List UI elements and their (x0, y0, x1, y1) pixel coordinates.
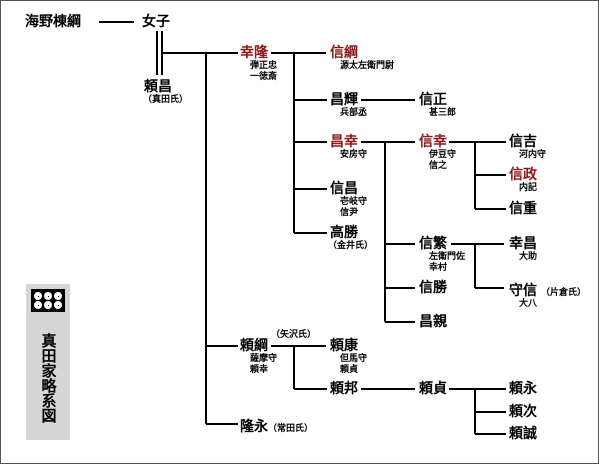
person-alias: 信尹 (340, 208, 359, 218)
person-name: 信勝 (419, 280, 447, 296)
person-nobutsuna: 信綱 源太左衛門尉 (330, 45, 394, 72)
person-masachika: 昌親 (419, 314, 447, 330)
person-name: 幸隆 (240, 45, 268, 61)
person-yukitaka: 幸隆 弾正忠 一徳斎 (240, 45, 277, 83)
person-name: 守信 (509, 283, 537, 299)
person-yorisada: 頼貞 (419, 381, 447, 397)
person-nobushige-2: 信重 (509, 201, 537, 217)
person-title: 兵部丞 (340, 108, 368, 118)
person-title: 源太左衛門尉 (340, 61, 395, 71)
person-title: 但馬守 (340, 354, 368, 364)
person-title: 内記 (519, 183, 538, 193)
person-alias: 頼幸 (250, 365, 269, 375)
person-alias: 頼貞 (340, 365, 359, 375)
person-yorinari: 頼誠 (509, 426, 537, 442)
person-name: 頼邦 (330, 381, 358, 397)
person-title: 河内守 (519, 150, 547, 160)
person-name: 頼永 (509, 381, 537, 397)
person-nobutada: 信正 甚三郎 (419, 92, 456, 119)
person-name: 高勝 (330, 225, 358, 241)
person-name: 海野棟綱 (25, 14, 81, 30)
person-note: （片倉氏） (541, 288, 587, 298)
person-name: 頼康 (330, 338, 358, 354)
person-title: 弾正忠 (250, 61, 278, 71)
person-yorimasa: 頼昌 （真田氏） (143, 79, 189, 106)
person-name: 信政 (509, 167, 537, 183)
person-unno-munetsuna: 海野棟綱 (25, 14, 81, 30)
person-takanaga: 隆永（常田氏） (240, 416, 313, 435)
person-nobuyoshi: 信吉 河内守 (509, 134, 546, 161)
person-nobukatsu: 信勝 (419, 280, 447, 296)
person-alias: 幸村 (429, 263, 448, 273)
person-title: 薩摩守 (250, 354, 278, 364)
person-alias: 大八 (519, 299, 538, 309)
person-title: 壱岐守 (340, 197, 368, 207)
person-yoritsuna: 頼綱 薩摩守 頼幸 (240, 338, 277, 376)
person-yukimasa: 幸昌 大助 (509, 236, 537, 263)
person-name: 昌親 (419, 314, 447, 330)
person-nobumasa-1: 信昌 壱岐守 信尹 (330, 181, 367, 219)
person-name: 信吉 (509, 134, 537, 150)
person-name: 幸昌 (509, 236, 537, 252)
person-nobushige: 信繁 左衛門佐 幸村 (419, 236, 465, 274)
person-name: 頼誠 (509, 426, 537, 442)
person-title: 安房守 (340, 150, 368, 160)
person-yoritsugu: 頼次 (509, 404, 537, 420)
person-alias: 甚三郎 (429, 108, 457, 118)
person-takakatsu: 高勝 （金井氏） (328, 225, 374, 252)
person-name: 頼昌 (144, 79, 172, 95)
person-name: 頼貞 (419, 381, 447, 397)
person-note: （金井氏） (328, 241, 374, 251)
person-name: 隆永 (240, 419, 268, 435)
person-name: 信重 (509, 201, 537, 217)
person-morinobu: 守信 （片倉氏） 大八 (509, 280, 586, 310)
person-name: 信正 (419, 92, 447, 108)
person-name: 信繁 (419, 236, 447, 252)
person-name: 昌幸 (330, 134, 358, 150)
yoritsuna-clan-note: （矢沢氏） (271, 330, 317, 340)
chart-title: 真田家略系図 (39, 333, 58, 423)
person-name: 頼次 (509, 404, 537, 420)
person-note: （常田氏） (268, 424, 314, 434)
person-name: 信綱 (330, 45, 358, 61)
person-alias: 信之 (429, 161, 448, 171)
person-name: 信幸 (419, 134, 447, 150)
person-nobuyuki: 信幸 伊豆守 信之 (419, 134, 456, 172)
rokumonsen-crest-icon (31, 289, 65, 312)
person-yorinaga: 頼永 (509, 381, 537, 397)
person-title: 伊豆守 (429, 150, 457, 160)
person-name: 頼綱 (240, 338, 268, 354)
person-alias: 大助 (519, 252, 538, 262)
title-panel: 真田家略系図 (26, 284, 70, 440)
person-name: 信昌 (330, 181, 358, 197)
person-nobumasa-2: 信政 内記 (509, 167, 537, 194)
person-yoriyasu: 頼康 但馬守 頼貞 (330, 338, 367, 376)
person-title: 左衛門佐 (429, 252, 466, 262)
person-masateru: 昌輝 兵部丞 (330, 92, 367, 119)
person-masayuki: 昌幸 安房守 (330, 134, 367, 161)
person-yorikuni: 頼邦 (330, 381, 358, 397)
person-alias: 一徳斎 (250, 72, 278, 82)
person-note: （真田氏） (143, 95, 189, 105)
person-name: 昌輝 (330, 92, 358, 108)
person-name: 女子 (142, 14, 170, 30)
person-joshi: 女子 (142, 14, 170, 30)
